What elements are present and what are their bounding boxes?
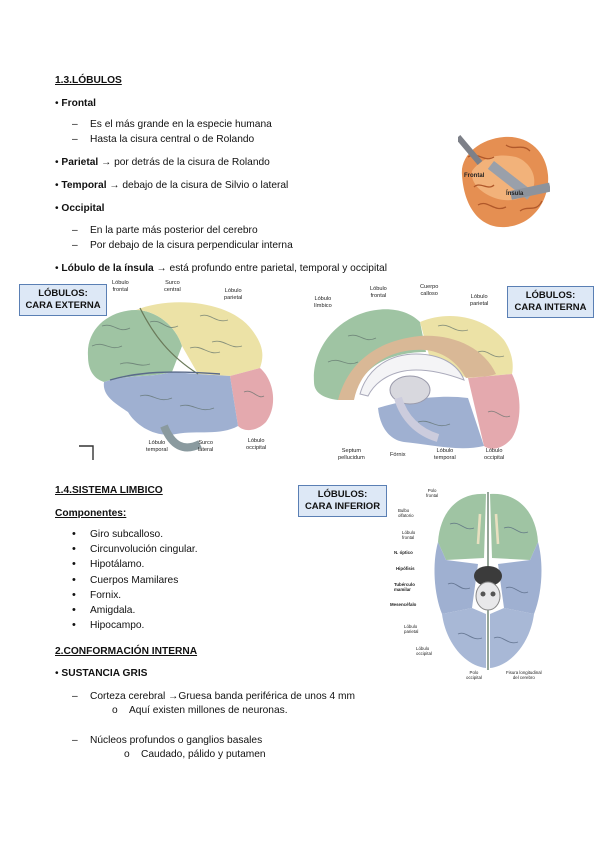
ext-lobulo-occipital: Lóbulo occipital [246, 438, 267, 451]
bullet: • [55, 263, 59, 274]
inf-fisura-longitudinal: Fisura longitudinal del cerebro [506, 670, 542, 681]
temporal-title: Temporal [61, 180, 107, 191]
bullet: • [55, 157, 59, 168]
frontal-item-2: Hasta la cisura central o de Rolando [90, 134, 255, 145]
inf-polo-occipital: Polo occipital [466, 670, 482, 681]
sustancia-gris-line: • SUSTANCIA GRIS [55, 667, 147, 680]
inf-lobulo-occipital: Lóbulo occipital [416, 646, 432, 657]
conformacion-heading: 2.CONFORMACIÓN INTERNA [55, 646, 198, 657]
sub-bullet: o [124, 749, 130, 760]
inf-tuberculo-mamilar: Tubérculo mamilar [394, 582, 415, 593]
nucleos-line: Núcleos profundos o ganglios basales [90, 735, 263, 746]
corteza-sub-line: Aquí existen millones de neuronas. [129, 705, 288, 716]
int-cuerpo-calloso: Cuerpo calloso [420, 284, 439, 297]
corteza-line: Corteza cerebral →Gruesa banda periféric… [90, 691, 356, 702]
limbico-item: Amigdala. [72, 603, 198, 618]
sistema-limbico-heading: 1.4.SISTEMA LIMBICO [55, 485, 163, 496]
limbico-item: Cuerpos Mamilares [72, 573, 198, 588]
int-septum: Septum pellucidum [338, 448, 365, 461]
bullet: • [55, 668, 59, 679]
bullet: • [55, 180, 59, 191]
box-cara-externa: LÓBULOS: CARA EXTERNA [19, 284, 107, 316]
ext-surco-lateral: Surco lateral [198, 440, 214, 453]
limbico-list: Giro subcalloso.Circunvolución cingular.… [72, 527, 198, 634]
insula-figure: Frontal Ínsula [455, 127, 551, 235]
limbico-item: Circunvolución cingular. [72, 542, 198, 557]
nucleos-sub-line: Caudado, pálido y putamen [141, 749, 266, 760]
label-insula: Ínsula [506, 191, 524, 197]
corner-mark-icon [79, 445, 94, 460]
insula-brain-image [455, 135, 551, 228]
inf-n-optico: N. óptico [394, 550, 413, 555]
componentes-heading: Componentes: [55, 508, 127, 519]
insula-title: Lóbulo de la ínsula [61, 263, 154, 274]
temporal-text: → debajo de la cisura de Silvio o latera… [106, 180, 289, 191]
bullet: • [55, 203, 59, 214]
internal-brain-figure: Lóbulo límbico Lóbulo frontal Cuerpo cal… [308, 282, 530, 468]
sustancia-gris-title: SUSTANCIA GRIS [61, 668, 148, 679]
occipital-line: • Occipital [55, 202, 104, 215]
dash: – [72, 735, 78, 746]
parietal-text: → por detrás de la cisura de Rolando [98, 157, 270, 168]
int-lobulo-temporal: Lóbulo temporal [434, 448, 456, 461]
insula-line: • Lóbulo de la ínsula → está profundo en… [55, 262, 387, 275]
dash: – [72, 134, 78, 145]
parietal-line: • Parietal → por detrás de la cisura de … [55, 156, 270, 169]
limbico-item: Fornix. [72, 588, 198, 603]
inf-mesencefalo: Mesencéfalo [390, 602, 417, 607]
insula-text: → está profundo entre parietal, temporal… [153, 263, 387, 274]
internal-brain-image [313, 309, 520, 449]
int-lobulo-parietal: Lóbulo parietal [470, 294, 489, 307]
occipital-title: Occipital [61, 203, 105, 214]
frontal-item-1: Es el más grande en la especie humana [90, 119, 272, 130]
external-brain-image [87, 302, 274, 452]
inf-hipofisis: Hipófisis [396, 566, 415, 571]
inferior-brain-figure: Polo frontal Bulbo olfatorio Lóbulo fron… [362, 484, 558, 684]
int-lobulo-limbico: Lóbulo límbico [314, 296, 332, 309]
lobulos-heading: 1.3.LÓBULOS [55, 75, 122, 86]
box-cara-interna: LÓBULOS: CARA INTERNA [507, 286, 594, 318]
inf-lobulo-frontal: Lóbulo frontal [402, 530, 416, 541]
int-lobulo-occipital: Lóbulo occipital [484, 448, 505, 461]
inf-polo-frontal: Polo frontal [426, 488, 439, 499]
ext-lobulo-temporal: Lóbulo temporal [146, 440, 168, 453]
inferior-brain-image [434, 492, 542, 670]
limbico-item: Hipocampo. [72, 618, 198, 633]
int-lobulo-frontal: Lóbulo frontal [370, 286, 387, 299]
ext-lobulo-frontal: Lóbulo frontal [112, 280, 129, 293]
ext-lobulo-parietal: Lóbulo parietal [224, 288, 243, 301]
frontal-title: Frontal [61, 98, 96, 109]
inf-lobulo-parietal: Lóbulo parietal [404, 624, 419, 635]
occipital-item-1: En la parte más posterior del cerebro [90, 225, 258, 236]
box-cara-inferior: LÓBULOS: CARA INFERIOR [298, 485, 387, 517]
dash: – [72, 119, 78, 130]
parietal-title: Parietal [61, 157, 99, 168]
frontal-line: • Frontal [55, 97, 96, 110]
dash: – [72, 225, 78, 236]
occipital-item-2: Por debajo de la cisura perpendicular in… [90, 240, 293, 251]
ext-surco-central: Surco central [164, 280, 181, 293]
sub-bullet: o [112, 705, 118, 716]
bullet: • [55, 98, 59, 109]
external-brain-figure: Lóbulo frontal Surco central Lóbulo pari… [80, 276, 290, 466]
temporal-line: • Temporal → debajo de la cisura de Silv… [55, 179, 288, 192]
limbico-item: Giro subcalloso. [72, 527, 198, 542]
int-fornix: Fórnix [390, 452, 406, 458]
dash: – [72, 691, 78, 702]
limbico-item: Hipotálamo. [72, 557, 198, 572]
label-frontal: Frontal [464, 173, 485, 179]
dash: – [72, 240, 78, 251]
inf-bulbo-olfatorio: Bulbo olfatorio [398, 508, 414, 519]
